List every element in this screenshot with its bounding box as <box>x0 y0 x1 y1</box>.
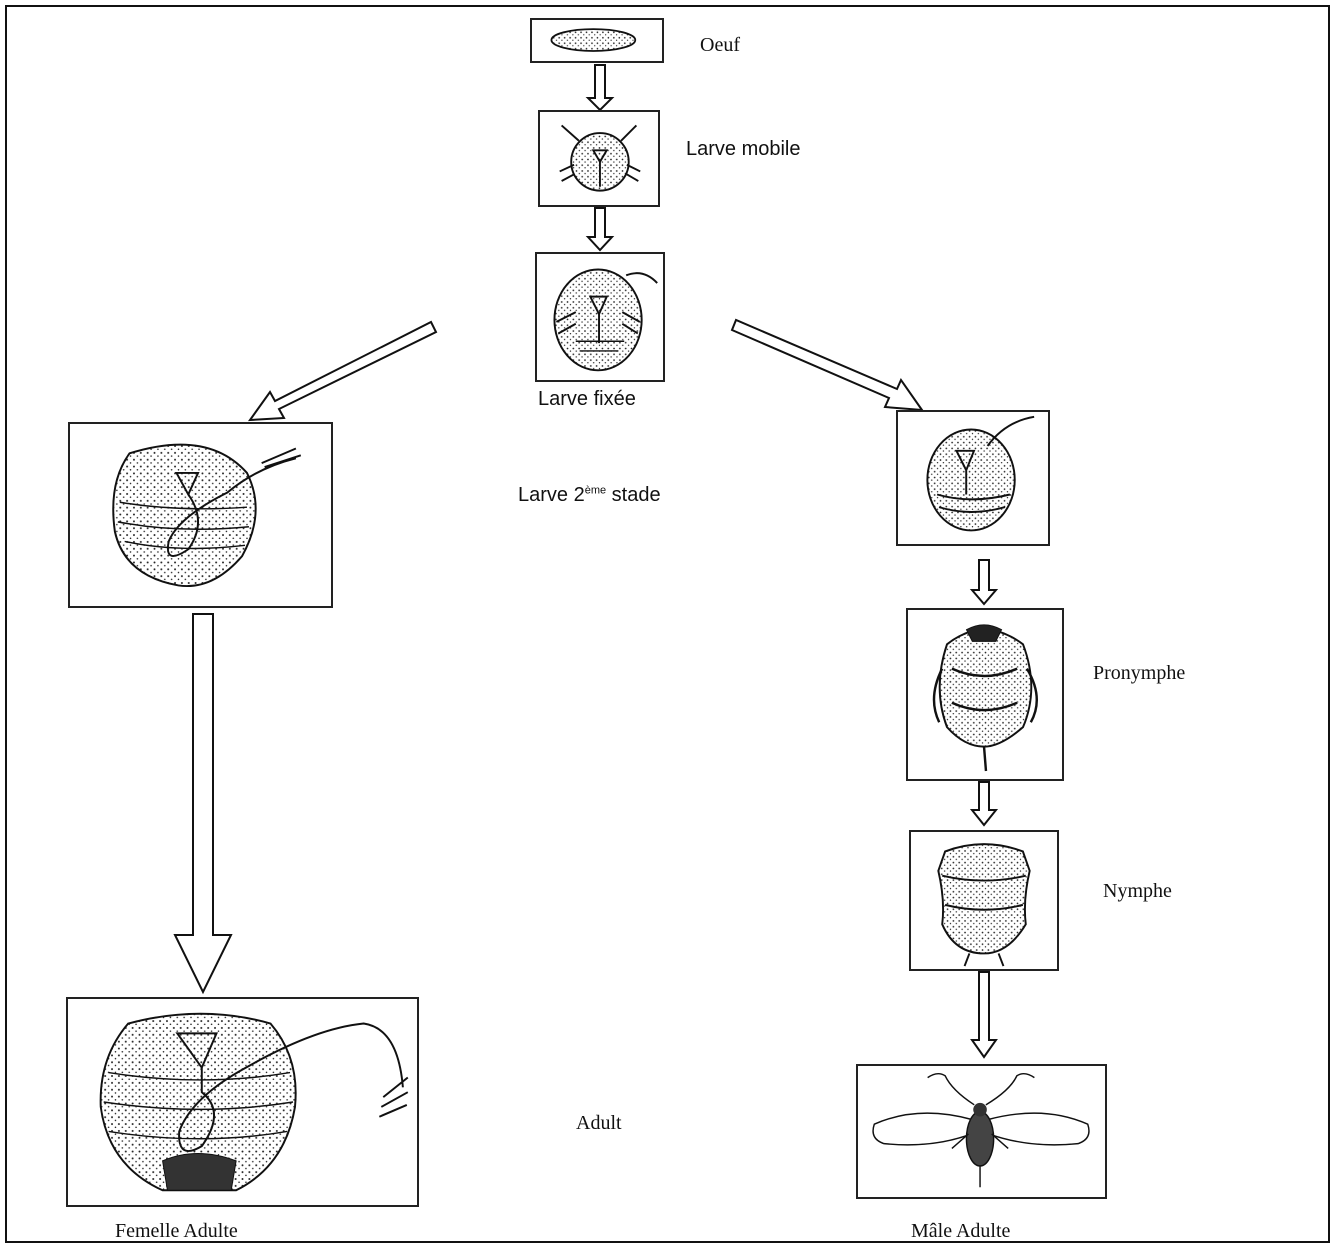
arrow-to-female-branch <box>250 322 436 420</box>
arrow-larve-mobile-to-larve-fixee <box>588 208 612 250</box>
arrow-to-pronymphe <box>972 560 996 604</box>
second-stage-female-illustration <box>68 422 333 608</box>
arrow-female-to-adult <box>175 614 231 992</box>
arrow-oeuf-to-larve-mobile <box>588 65 612 110</box>
label-pronymphe: Pronymphe <box>1093 662 1185 685</box>
pronymph-illustration <box>906 608 1064 781</box>
arrow-to-male-adult <box>972 972 996 1057</box>
label-male-adulte: Mâle Adulte <box>911 1220 1010 1243</box>
second-stage-male-illustration <box>896 410 1050 546</box>
adult-female-illustration <box>66 997 419 1207</box>
arrow-to-male-branch <box>732 320 922 410</box>
egg-illustration <box>530 18 664 63</box>
mobile-larva-illustration <box>538 110 660 207</box>
label-larve-mobile: Larve mobile <box>686 138 801 161</box>
label-oeuf: Oeuf <box>700 34 740 57</box>
arrow-to-nymphe <box>972 782 996 825</box>
label-nymphe: Nymphe <box>1103 880 1172 903</box>
adult-male-illustration <box>856 1064 1107 1199</box>
label-larve-fixee: Larve fixée <box>538 388 636 411</box>
label-femelle-adulte: Femelle Adulte <box>115 1220 238 1243</box>
label-adult: Adult <box>576 1112 622 1135</box>
fixed-larva-illustration <box>535 252 665 382</box>
nymph-illustration <box>909 830 1059 971</box>
label-larve-2-stade: Larve 2ème stade <box>518 484 661 507</box>
